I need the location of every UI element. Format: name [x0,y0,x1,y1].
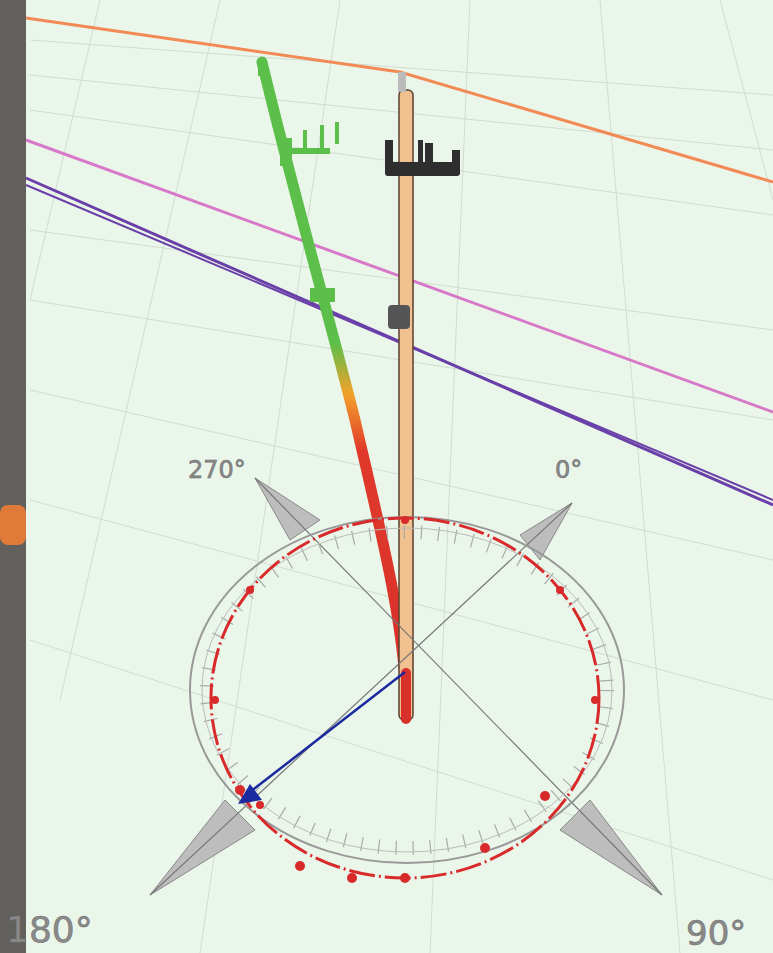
compass-degree: 270° [188,458,246,482]
compass-degree: 180° [6,912,93,948]
compass-degree: 90° [686,916,746,950]
compass-degree: 0° [555,458,582,482]
